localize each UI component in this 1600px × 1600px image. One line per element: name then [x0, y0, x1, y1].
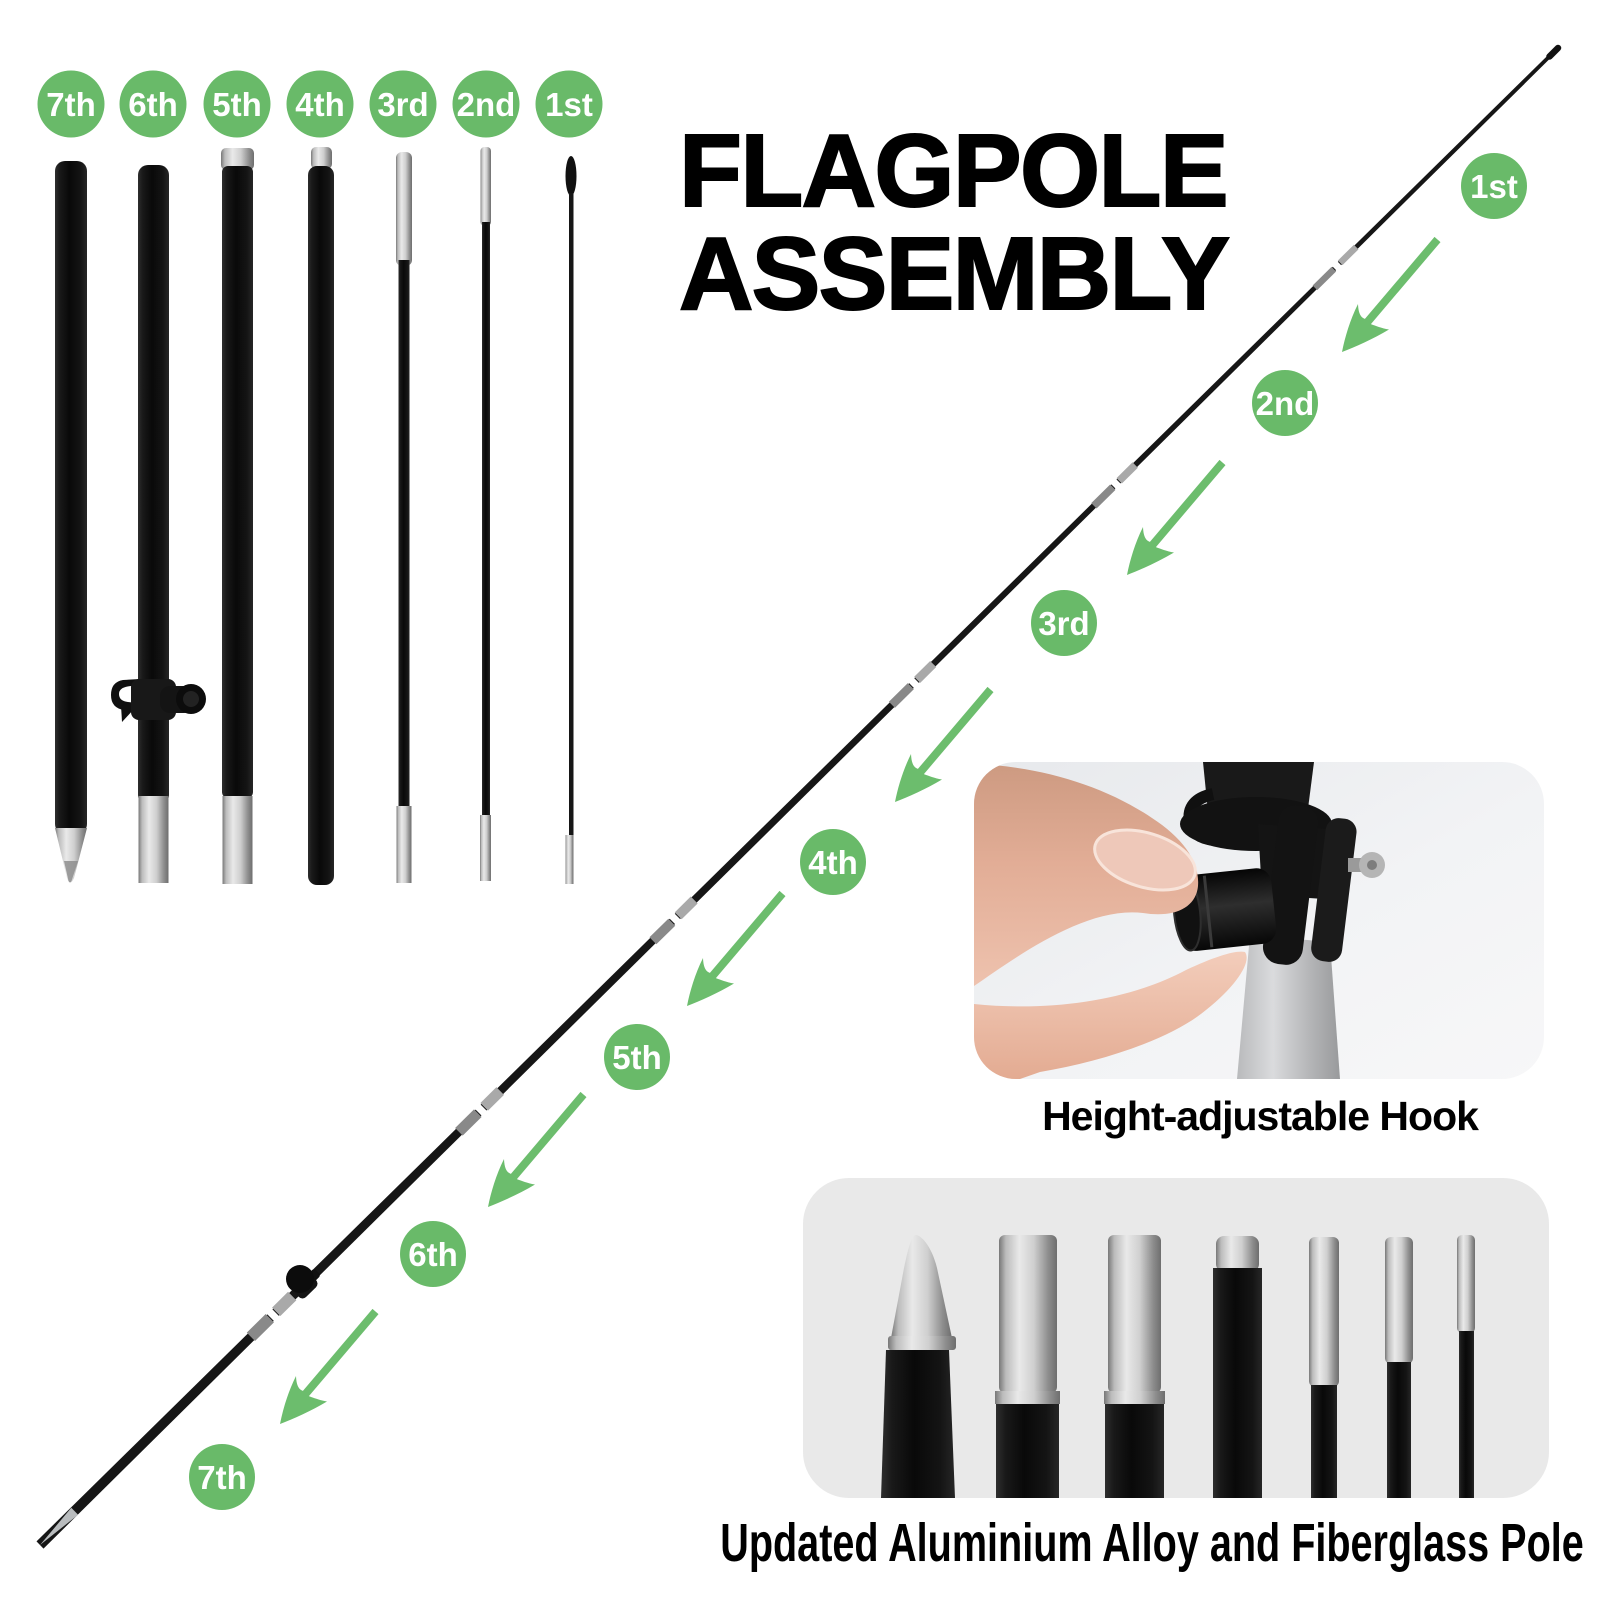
svg-text:ASSEMBLY: ASSEMBLY: [679, 216, 1229, 331]
svg-text:1st: 1st: [1470, 168, 1518, 205]
svg-text:3rd: 3rd: [377, 86, 428, 123]
svg-text:4th: 4th: [808, 844, 858, 881]
svg-text:5th: 5th: [612, 1039, 662, 1076]
svg-text:6th: 6th: [408, 1236, 458, 1273]
svg-text:7th: 7th: [46, 86, 96, 123]
svg-text:7th: 7th: [197, 1459, 247, 1496]
svg-text:FLAGPOLE: FLAGPOLE: [679, 113, 1227, 228]
svg-text:6th: 6th: [128, 86, 178, 123]
svg-text:5th: 5th: [212, 86, 262, 123]
svg-text:3rd: 3rd: [1038, 605, 1089, 642]
svg-text:2nd: 2nd: [457, 86, 516, 123]
svg-text:Updated Aluminium Alloy and Fi: Updated Aluminium Alloy and Fiberglass P…: [720, 1512, 1584, 1572]
svg-text:1st: 1st: [545, 86, 593, 123]
svg-text:2nd: 2nd: [1256, 385, 1315, 422]
svg-text:4th: 4th: [295, 86, 345, 123]
svg-text:Height-adjustable Hook: Height-adjustable Hook: [1042, 1093, 1479, 1139]
